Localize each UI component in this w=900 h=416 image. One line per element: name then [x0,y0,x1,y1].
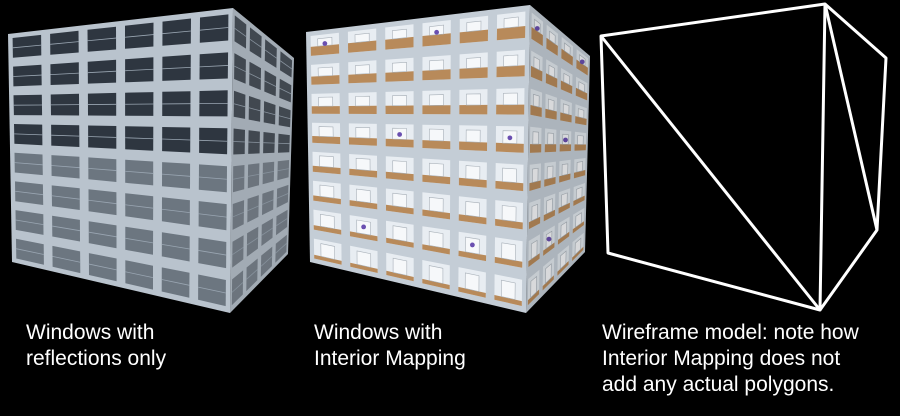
wireframe-illustration [599,2,888,312]
wireframe-side-face [818,2,888,311]
wireframe-lines [599,2,888,312]
wireframe-front-diagonal [599,35,822,311]
caption-interior-mapping: Windows with Interior Mapping [314,321,466,370]
reflections-cube-illustration [8,8,294,313]
wireframe-side-diagonal [823,3,879,231]
caption-reflections: Windows with reflections only [26,321,167,370]
interior-mapping-cube-illustration [306,5,590,313]
panel-interior-mapping: Windows with Interior Mapping [300,0,600,416]
caption-wireframe: Wireframe model: note how Interior Mappi… [602,321,859,396]
panel-wireframe: Wireframe model: note how Interior Mappi… [590,0,900,416]
wireframe-front-face [599,2,827,312]
panel-reflections: Windows with reflections only [0,0,300,416]
